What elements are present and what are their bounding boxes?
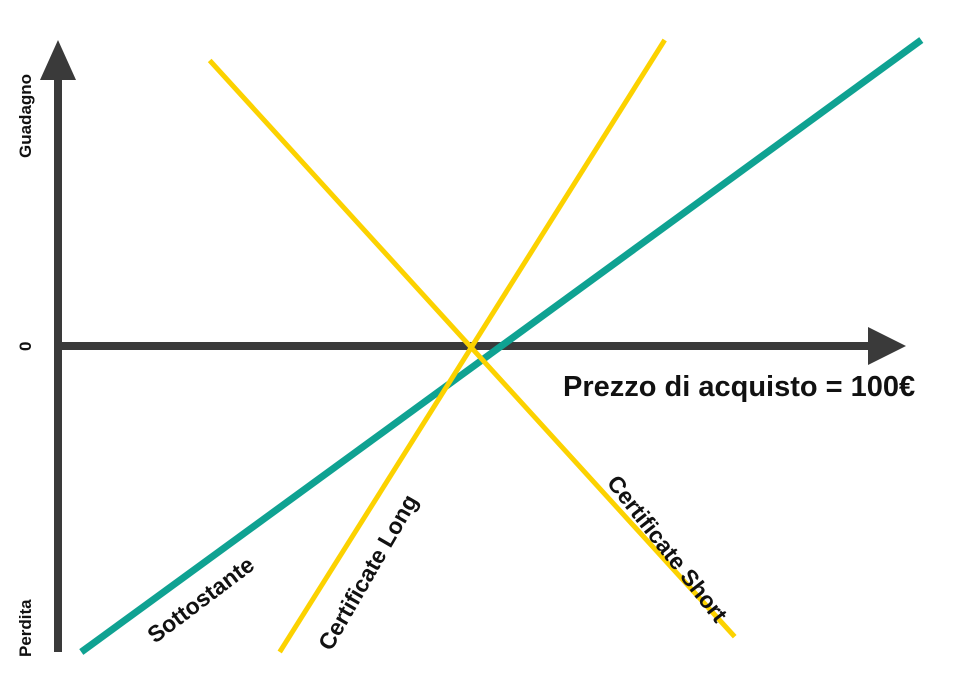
x-axis-label: Prezzo di acquisto = 100€ <box>563 371 915 403</box>
x-axis-arrow <box>868 327 906 365</box>
series-label-certificate-short: Certificate Short <box>602 470 733 627</box>
y-label-gain: Guadagno <box>16 74 35 158</box>
series-line-certificate-short <box>207 58 737 639</box>
y-label-loss: Perdita <box>16 599 35 657</box>
series-line-sottostante <box>79 37 924 655</box>
y-axis-arrow <box>40 40 76 80</box>
y-label-zero: 0 <box>16 342 35 351</box>
